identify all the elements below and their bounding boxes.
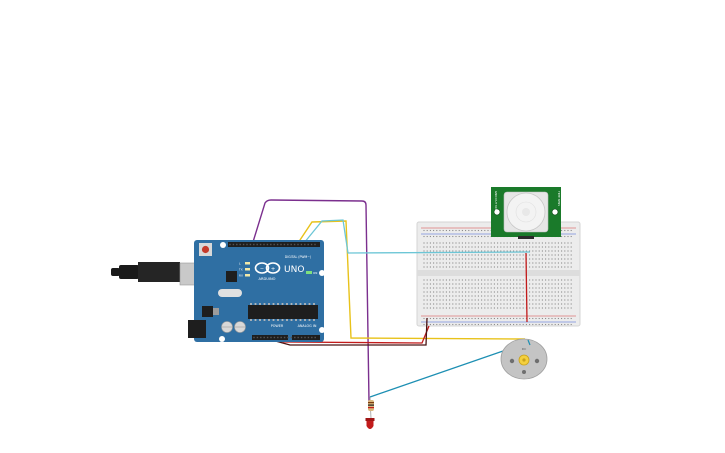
pir-label-right: TIME SENS: [557, 190, 561, 206]
analog-header[interactable]: [292, 335, 320, 340]
svg-text:+: +: [271, 267, 276, 273]
resistor[interactable]: [368, 396, 374, 419]
voltage-regulator: [202, 306, 213, 317]
breadboard[interactable]: [416, 221, 581, 327]
arduino-uno-board[interactable]: DIGITAL (PWM~) − + UNO ARDUINO L TX RX O…: [188, 240, 325, 342]
pir-sensor[interactable]: GND OUT VCC TIME SENS: [491, 187, 561, 239]
wire-teal[interactable]: [303, 219, 531, 254]
digital-header[interactable]: [228, 242, 320, 247]
power-label: POWER: [271, 324, 284, 328]
wire-purple[interactable]: [252, 199, 370, 403]
power-header[interactable]: [252, 335, 288, 340]
usb-chip: [226, 271, 237, 282]
wire-yellow[interactable]: [297, 220, 526, 340]
pir-pins[interactable]: [518, 236, 534, 239]
status-leds: L TX RX ON: [238, 262, 317, 278]
analog-label: ANALOG IN: [298, 324, 317, 328]
pir-label-left: GND OUT VCC: [494, 191, 498, 211]
board-model: UNO: [284, 265, 304, 275]
on-label: ON: [313, 271, 317, 275]
led-label-tx: TX: [238, 268, 243, 272]
led-red[interactable]: [365, 418, 375, 429]
crystal: [218, 289, 242, 297]
breadboard-main-holes: [423, 242, 572, 309]
reset-button[interactable]: [199, 243, 212, 256]
digital-label: DIGITAL (PWM~): [285, 255, 311, 259]
arduino-logo: − +: [254, 262, 281, 274]
logo-text: ARDUINO: [259, 277, 276, 281]
svg-text:−: −: [260, 266, 264, 272]
dc-motor[interactable]: DC: [500, 338, 548, 380]
motor-label: DC: [522, 347, 526, 351]
led-label-rx: RX: [239, 274, 243, 278]
power-jack[interactable]: [188, 320, 206, 338]
breadboard-bottom-rail-holes: [423, 317, 572, 326]
wire-red-breadboard[interactable]: [525, 252, 528, 323]
atmega-chip: [248, 303, 318, 321]
led-label-l: L: [239, 262, 241, 266]
